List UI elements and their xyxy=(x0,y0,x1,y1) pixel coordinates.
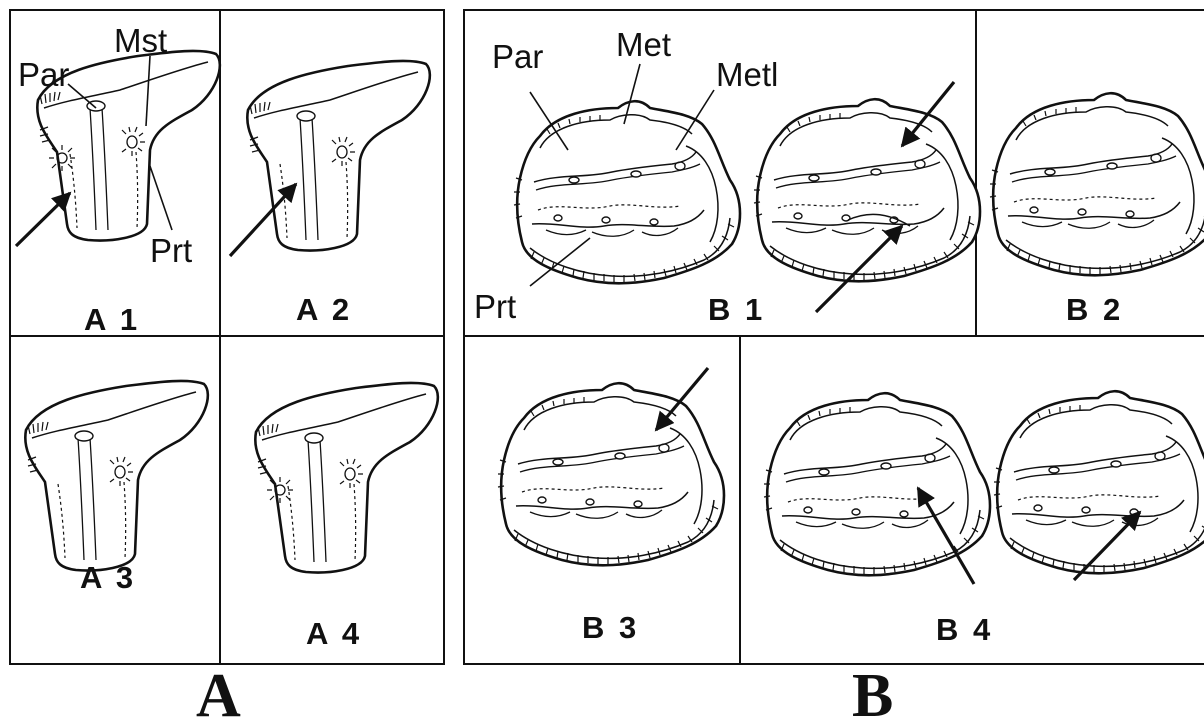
panel-label-a1: A 1 xyxy=(84,302,137,337)
label-a1-par: Par xyxy=(18,56,69,93)
label-b1-par: Par xyxy=(492,38,543,75)
group-label-a: A xyxy=(196,662,241,718)
panel-label-b3: B 3 xyxy=(582,610,636,645)
label-b1-met: Met xyxy=(616,26,671,63)
tooth-a4 xyxy=(255,383,438,573)
tooth-b2 xyxy=(990,93,1204,275)
tooth-b4-left xyxy=(764,393,990,575)
tooth-a3 xyxy=(25,381,208,571)
panel-label-b4: B 4 xyxy=(936,612,991,647)
tooth-b1-left xyxy=(514,101,740,283)
label-a1-prt: Prt xyxy=(150,232,192,269)
panel-label-a4: A 4 xyxy=(306,616,360,651)
group-label-b: B xyxy=(852,662,893,718)
panel-label-b2: B 2 xyxy=(1066,292,1120,327)
panel-label-a3: A 3 xyxy=(80,560,133,595)
label-b1-prt: Prt xyxy=(474,288,516,325)
label-b1-metl: Metl xyxy=(716,56,778,93)
tooth-b1-right xyxy=(754,99,980,281)
tooth-b3 xyxy=(498,383,724,565)
label-a1-mst: Mst xyxy=(114,22,167,59)
tooth-b4-right xyxy=(994,391,1204,573)
panel-label-a2: A 2 xyxy=(296,292,349,327)
tooth-a2 xyxy=(247,61,430,251)
panel-label-b1: B 1 xyxy=(708,292,762,327)
arrow-a1 xyxy=(16,193,70,246)
